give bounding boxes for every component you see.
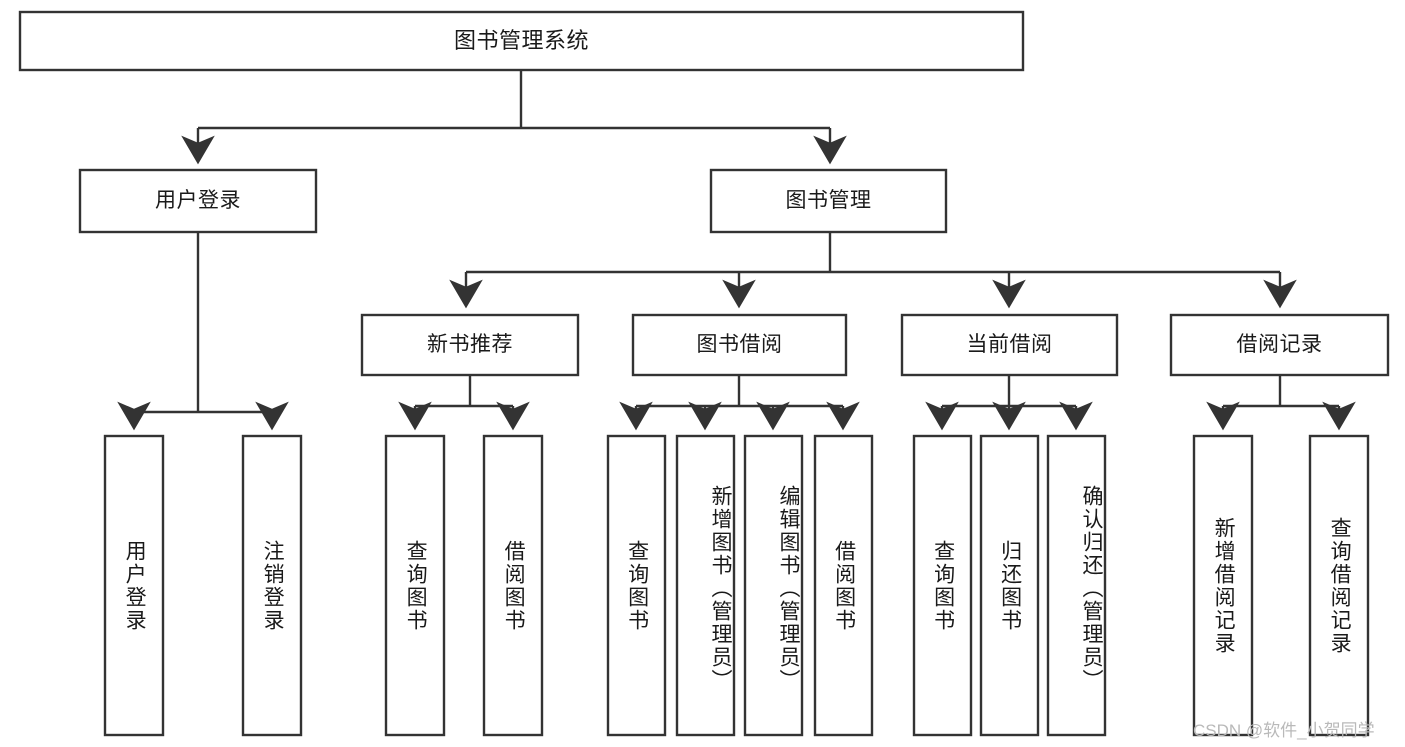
node-box-leaf-new-book-1[interactable] [482, 434, 544, 737]
node-box-leaf-book-borrow-3[interactable] [813, 434, 874, 737]
node-box-leaf-new-book-0[interactable] [384, 434, 446, 737]
node-box-leaf-book-borrow-2[interactable] [743, 434, 804, 737]
node-box-current-borrow[interactable] [900, 313, 1119, 377]
node-box-borrow-record[interactable] [1169, 313, 1390, 377]
node-box-leaf-book-borrow-0[interactable] [606, 434, 667, 737]
node-box-new-book-recommend[interactable] [360, 313, 580, 377]
node-box-leaf-current-borrow-2[interactable] [1046, 434, 1107, 737]
node-box-user-login[interactable] [78, 168, 318, 234]
node-box-leaf-user-login-1[interactable] [241, 434, 303, 737]
node-box-leaf-user-login-0[interactable] [103, 434, 165, 737]
node-box-leaf-borrow-record-1[interactable] [1308, 434, 1370, 737]
node-box-leaf-current-borrow-1[interactable] [979, 434, 1040, 737]
node-box-book-borrow[interactable] [631, 313, 848, 377]
node-box-leaf-book-borrow-1[interactable] [675, 434, 736, 737]
node-box-root[interactable] [18, 10, 1025, 72]
node-box-leaf-borrow-record-0[interactable] [1192, 434, 1254, 737]
node-box-book-management[interactable] [709, 168, 948, 234]
node-box-leaf-current-borrow-0[interactable] [912, 434, 973, 737]
